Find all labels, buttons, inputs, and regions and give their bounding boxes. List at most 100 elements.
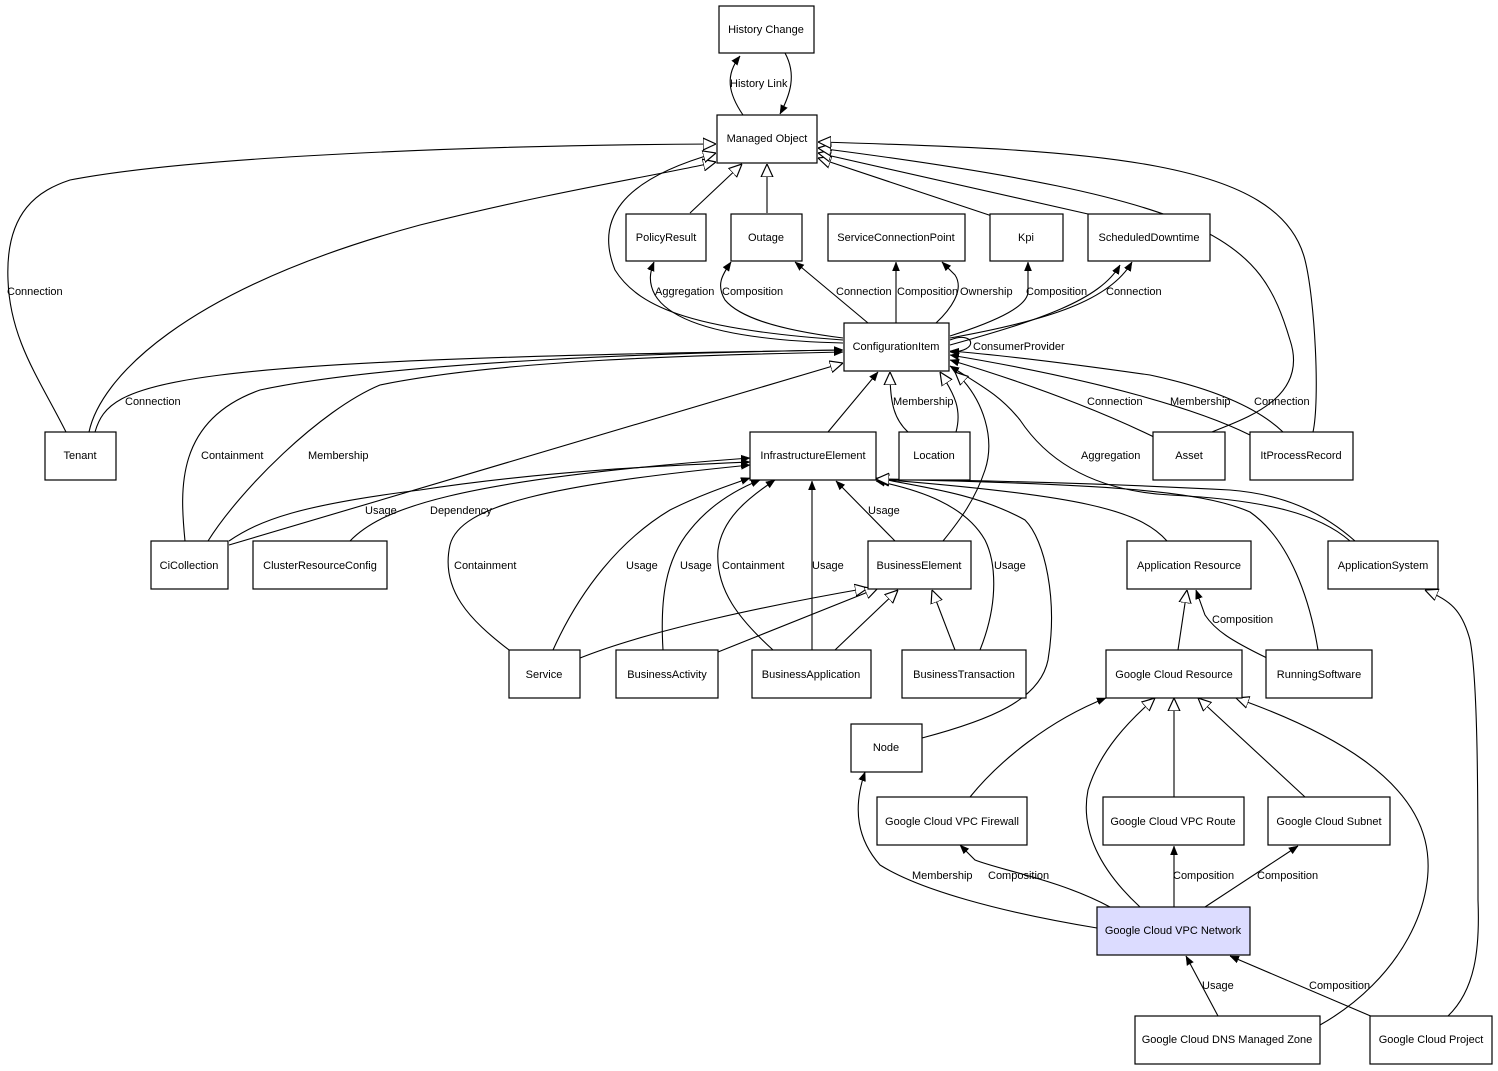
node-label: ServiceConnectionPoint bbox=[837, 232, 954, 244]
node-tenant[interactable]: Tenant bbox=[44, 431, 117, 481]
edge-businessapplication-to-businesselement bbox=[834, 590, 898, 651]
edge-label-vpcnetwork-subnet-composition: Composition bbox=[1257, 870, 1318, 882]
node-label: Kpi bbox=[1018, 232, 1034, 244]
node-running-software[interactable]: RunningSoftware bbox=[1265, 649, 1373, 699]
node-label: ClusterResourceConfig bbox=[263, 560, 377, 572]
edge-itprocessrecord-to-ci-connection bbox=[950, 351, 1284, 433]
edge-node-to-ie bbox=[876, 478, 1052, 739]
node-label: BusinessElement bbox=[877, 560, 962, 572]
node-outage[interactable]: Outage bbox=[730, 213, 803, 262]
node-scheduled-downtime[interactable]: ScheduledDowntime bbox=[1087, 213, 1211, 262]
node-node[interactable]: Node bbox=[850, 723, 923, 773]
edge-label-project-vpcnetwork-composition: Composition bbox=[1309, 980, 1370, 992]
edge-label-businessapplication-ie-containment: Containment bbox=[722, 560, 784, 572]
edge-label-cicollection-ci-containment: Containment bbox=[201, 450, 263, 462]
node-managed-object[interactable]: Managed Object bbox=[716, 114, 818, 164]
edge-label-vpcnetwork-route-composition: Composition bbox=[1173, 870, 1234, 882]
node-gc-dns-managed-zone[interactable]: Google Cloud DNS Managed Zone bbox=[1134, 1015, 1321, 1065]
edge-ci-to-policyresult-aggregation bbox=[650, 262, 844, 344]
edge-dnszone-to-vpcnetwork-usage bbox=[1185, 956, 1219, 1017]
edge-asset-to-ci-connection bbox=[950, 360, 1161, 441]
edge-label-tenant-ci-connection: Connection bbox=[125, 396, 181, 408]
node-business-transaction[interactable]: BusinessTransaction bbox=[901, 649, 1027, 699]
edge-service-to-ie-usage bbox=[552, 478, 750, 651]
node-infrastructure-element[interactable]: InfrastructureElement bbox=[749, 431, 877, 481]
node-gc-vpc-firewall[interactable]: Google Cloud VPC Firewall bbox=[876, 796, 1028, 846]
nodes-layer: History Change Managed Object PolicyResu… bbox=[44, 5, 1493, 1065]
node-label: Outage bbox=[748, 232, 784, 244]
node-google-cloud-resource[interactable]: Google Cloud Resource bbox=[1105, 649, 1243, 699]
node-gc-subnet[interactable]: Google Cloud Subnet bbox=[1267, 796, 1391, 846]
node-label: BusinessActivity bbox=[627, 669, 707, 681]
edge-itprocessrecord-to-ci-membership bbox=[950, 355, 1251, 436]
node-history-change[interactable]: History Change bbox=[718, 5, 815, 54]
node-kpi[interactable]: Kpi bbox=[989, 213, 1064, 262]
edge-cicollection-to-ci-containment bbox=[182, 350, 843, 542]
node-ci-collection[interactable]: CiCollection bbox=[150, 540, 229, 590]
edge-label-cicollection-ci-membership: Membership bbox=[308, 450, 369, 462]
edge-label-vpcnetwork-firewall-composition: Composition bbox=[988, 870, 1049, 882]
node-label: Google Cloud VPC Route bbox=[1110, 816, 1235, 828]
edge-label-runningsoftware-applicationresource-composition: Composition bbox=[1212, 614, 1273, 626]
node-label: Google Cloud VPC Firewall bbox=[885, 816, 1019, 828]
edge-project-to-vpcnetwork-composition bbox=[1230, 955, 1381, 1021]
node-cluster-resource-config[interactable]: ClusterResourceConfig bbox=[252, 540, 388, 590]
edge-label-itprocessrecord-ci-membership: Membership bbox=[1170, 396, 1231, 408]
edge-ci-to-outage-connection bbox=[795, 261, 869, 324]
node-label: Service bbox=[526, 669, 563, 681]
node-label: RunningSoftware bbox=[1277, 669, 1361, 681]
edge-tenant-to-managed-object bbox=[7, 144, 716, 433]
edge-subnet-generalization bbox=[1198, 698, 1306, 798]
node-service[interactable]: Service bbox=[508, 649, 581, 699]
edge-label-vpcnetwork-node-membership: Membership bbox=[912, 870, 973, 882]
node-gc-project[interactable]: Google Cloud Project bbox=[1369, 1015, 1493, 1065]
edges-layer bbox=[7, 52, 1479, 1026]
edge-label-businesstransaction-ie-usage: Usage bbox=[994, 560, 1026, 572]
edge-asset-generalization bbox=[818, 148, 1294, 433]
edge-businessapplication-to-ie-containment bbox=[717, 479, 775, 651]
node-label: Google Cloud VPC Network bbox=[1105, 925, 1242, 937]
node-configuration-item[interactable]: ConfigurationItem bbox=[843, 322, 950, 372]
edge-businesselement-to-ie-usage bbox=[836, 481, 896, 542]
node-gc-vpc-network[interactable]: Google Cloud VPC Network bbox=[1096, 906, 1251, 956]
edge-dnszone-generalization bbox=[1236, 698, 1429, 1026]
edge-googlecloudresource-to-applicationresource bbox=[1177, 590, 1187, 651]
node-business-activity[interactable]: BusinessActivity bbox=[615, 649, 719, 699]
edge-vpcnetwork-to-googlecloudresource bbox=[1085, 698, 1155, 908]
node-gc-vpc-route[interactable]: Google Cloud VPC Route bbox=[1102, 796, 1245, 846]
edge-vpcnetwork-to-node-membership bbox=[857, 772, 1098, 929]
node-asset[interactable]: Asset bbox=[1152, 431, 1226, 481]
node-label: BusinessTransaction bbox=[913, 669, 1015, 681]
node-location[interactable]: Location bbox=[898, 431, 971, 481]
edge-cicollection-to-ci-membership bbox=[207, 352, 843, 542]
edge-label-dnszone-vpcnetwork-usage: Usage bbox=[1202, 980, 1234, 992]
edge-label-cicollection-ie-usage: Usage bbox=[365, 505, 397, 517]
node-label: ApplicationSystem bbox=[1338, 560, 1429, 572]
edge-label-businesselement-ie-usage: Usage bbox=[868, 505, 900, 517]
edge-label-ci-kpi-composition: Composition bbox=[1026, 286, 1087, 298]
edge-label-service-ie-usage: Usage bbox=[626, 560, 658, 572]
edge-label-tenant-managed-object-connection: Connection bbox=[7, 286, 63, 298]
node-label: Managed Object bbox=[727, 133, 808, 145]
edge-label-ci-policyresult-aggregation: Aggregation bbox=[655, 286, 714, 298]
node-business-application[interactable]: BusinessApplication bbox=[751, 649, 872, 699]
node-application-resource[interactable]: Application Resource bbox=[1126, 540, 1252, 590]
edge-ci-to-scp-composition bbox=[935, 262, 959, 324]
node-it-process-record[interactable]: ItProcessRecord bbox=[1249, 431, 1354, 481]
edge-policyresult-generalization bbox=[689, 164, 742, 214]
node-service-connection-point[interactable]: ServiceConnectionPoint bbox=[827, 213, 966, 262]
edge-label-ci-consumerprovider: ConsumerProvider bbox=[973, 341, 1065, 353]
edge-history-link bbox=[729, 56, 744, 116]
edge-kpi-generalization bbox=[818, 158, 993, 217]
edge-label-itprocessrecord-ci-connection: Connection bbox=[1254, 396, 1310, 408]
edge-businesstransaction-to-businesselement bbox=[932, 590, 956, 651]
node-policy-result[interactable]: PolicyResult bbox=[625, 213, 707, 262]
node-application-system[interactable]: ApplicationSystem bbox=[1327, 540, 1439, 590]
edge-label-businessapplication-ie-usage: Usage bbox=[812, 560, 844, 572]
edge-label-clusterresourceconfig-ie-dependency: Dependency bbox=[430, 505, 492, 517]
edge-runningsoftware-to-applicationresource-composition bbox=[1196, 590, 1268, 659]
edge-label-history-link: History Link bbox=[730, 78, 788, 90]
node-business-element[interactable]: BusinessElement bbox=[867, 540, 972, 590]
edge-applicationsystem-to-ci-aggregation bbox=[950, 365, 1351, 542]
